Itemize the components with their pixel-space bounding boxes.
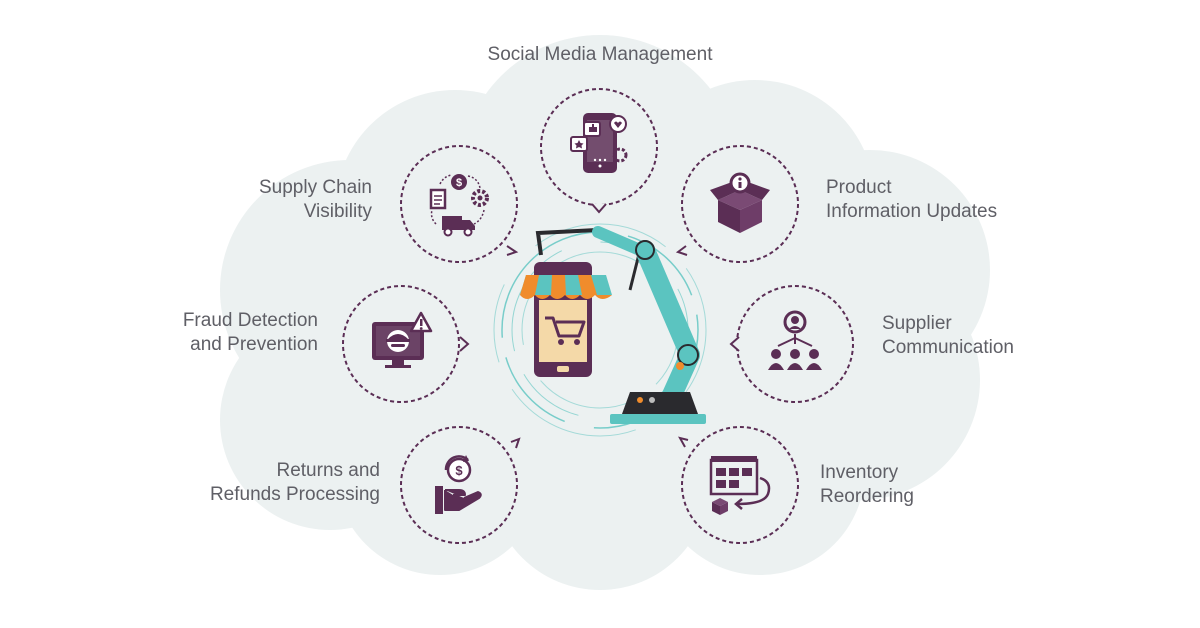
label-inventory-line-2: Reordering [820, 486, 914, 507]
label-fraud-line-1: Fraud Detection [182, 310, 318, 331]
node-circle-social [540, 88, 658, 206]
label-supplier-line-2: Communication [882, 337, 1014, 358]
cloud-background [220, 35, 990, 590]
node-pointers [459, 203, 740, 449]
svg-text:$: $ [455, 463, 463, 478]
label-returns-line-1: Returns and [276, 460, 380, 481]
label-fraud: Fraud Detection and Prevention [118, 309, 318, 357]
node-circle-inventory [681, 426, 799, 544]
label-inventory-line-1: Inventory [820, 462, 899, 483]
label-product-line-2: Information Updates [826, 201, 998, 222]
label-social: Social Media Management [440, 43, 760, 67]
supply-chain-cycle-icon: $ [429, 174, 489, 237]
label-supply-line-2: Visibility [303, 201, 372, 222]
svg-text:$: $ [456, 177, 462, 189]
label-inventory: Inventory Reordering [820, 461, 914, 509]
hand-refund-coin-icon: $ [435, 455, 482, 514]
node-circles [342, 88, 854, 544]
label-product: Product Information Updates [826, 176, 997, 224]
smartphone-social-icon [570, 113, 628, 173]
node-circle-returns [400, 426, 518, 544]
label-product-line-1: Product [826, 177, 892, 198]
label-social-line-1: Social Media Management [487, 44, 713, 65]
node-circle-supply [400, 145, 518, 263]
monitor-hacker-alert-icon [372, 311, 433, 368]
label-supplier: Supplier Communication [882, 312, 1014, 360]
hierarchy-people-icon [768, 310, 822, 370]
node-circle-supplier [736, 285, 854, 403]
label-returns: Returns and Refunds Processing [160, 459, 380, 507]
warehouse-reorder-icon [709, 456, 771, 515]
label-supplier-line-1: Supplier [882, 313, 952, 334]
label-fraud-line-2: and Prevention [190, 334, 318, 355]
label-returns-line-2: Refunds Processing [209, 484, 380, 505]
node-circle-product [681, 145, 799, 263]
robot-arm-shop-phone-icon [520, 226, 706, 424]
label-supply-line-1: Supply Chain [258, 177, 372, 198]
open-box-info-icon [710, 172, 770, 233]
node-circle-fraud [342, 285, 460, 403]
label-supply: Supply Chain Visibility [172, 176, 372, 224]
